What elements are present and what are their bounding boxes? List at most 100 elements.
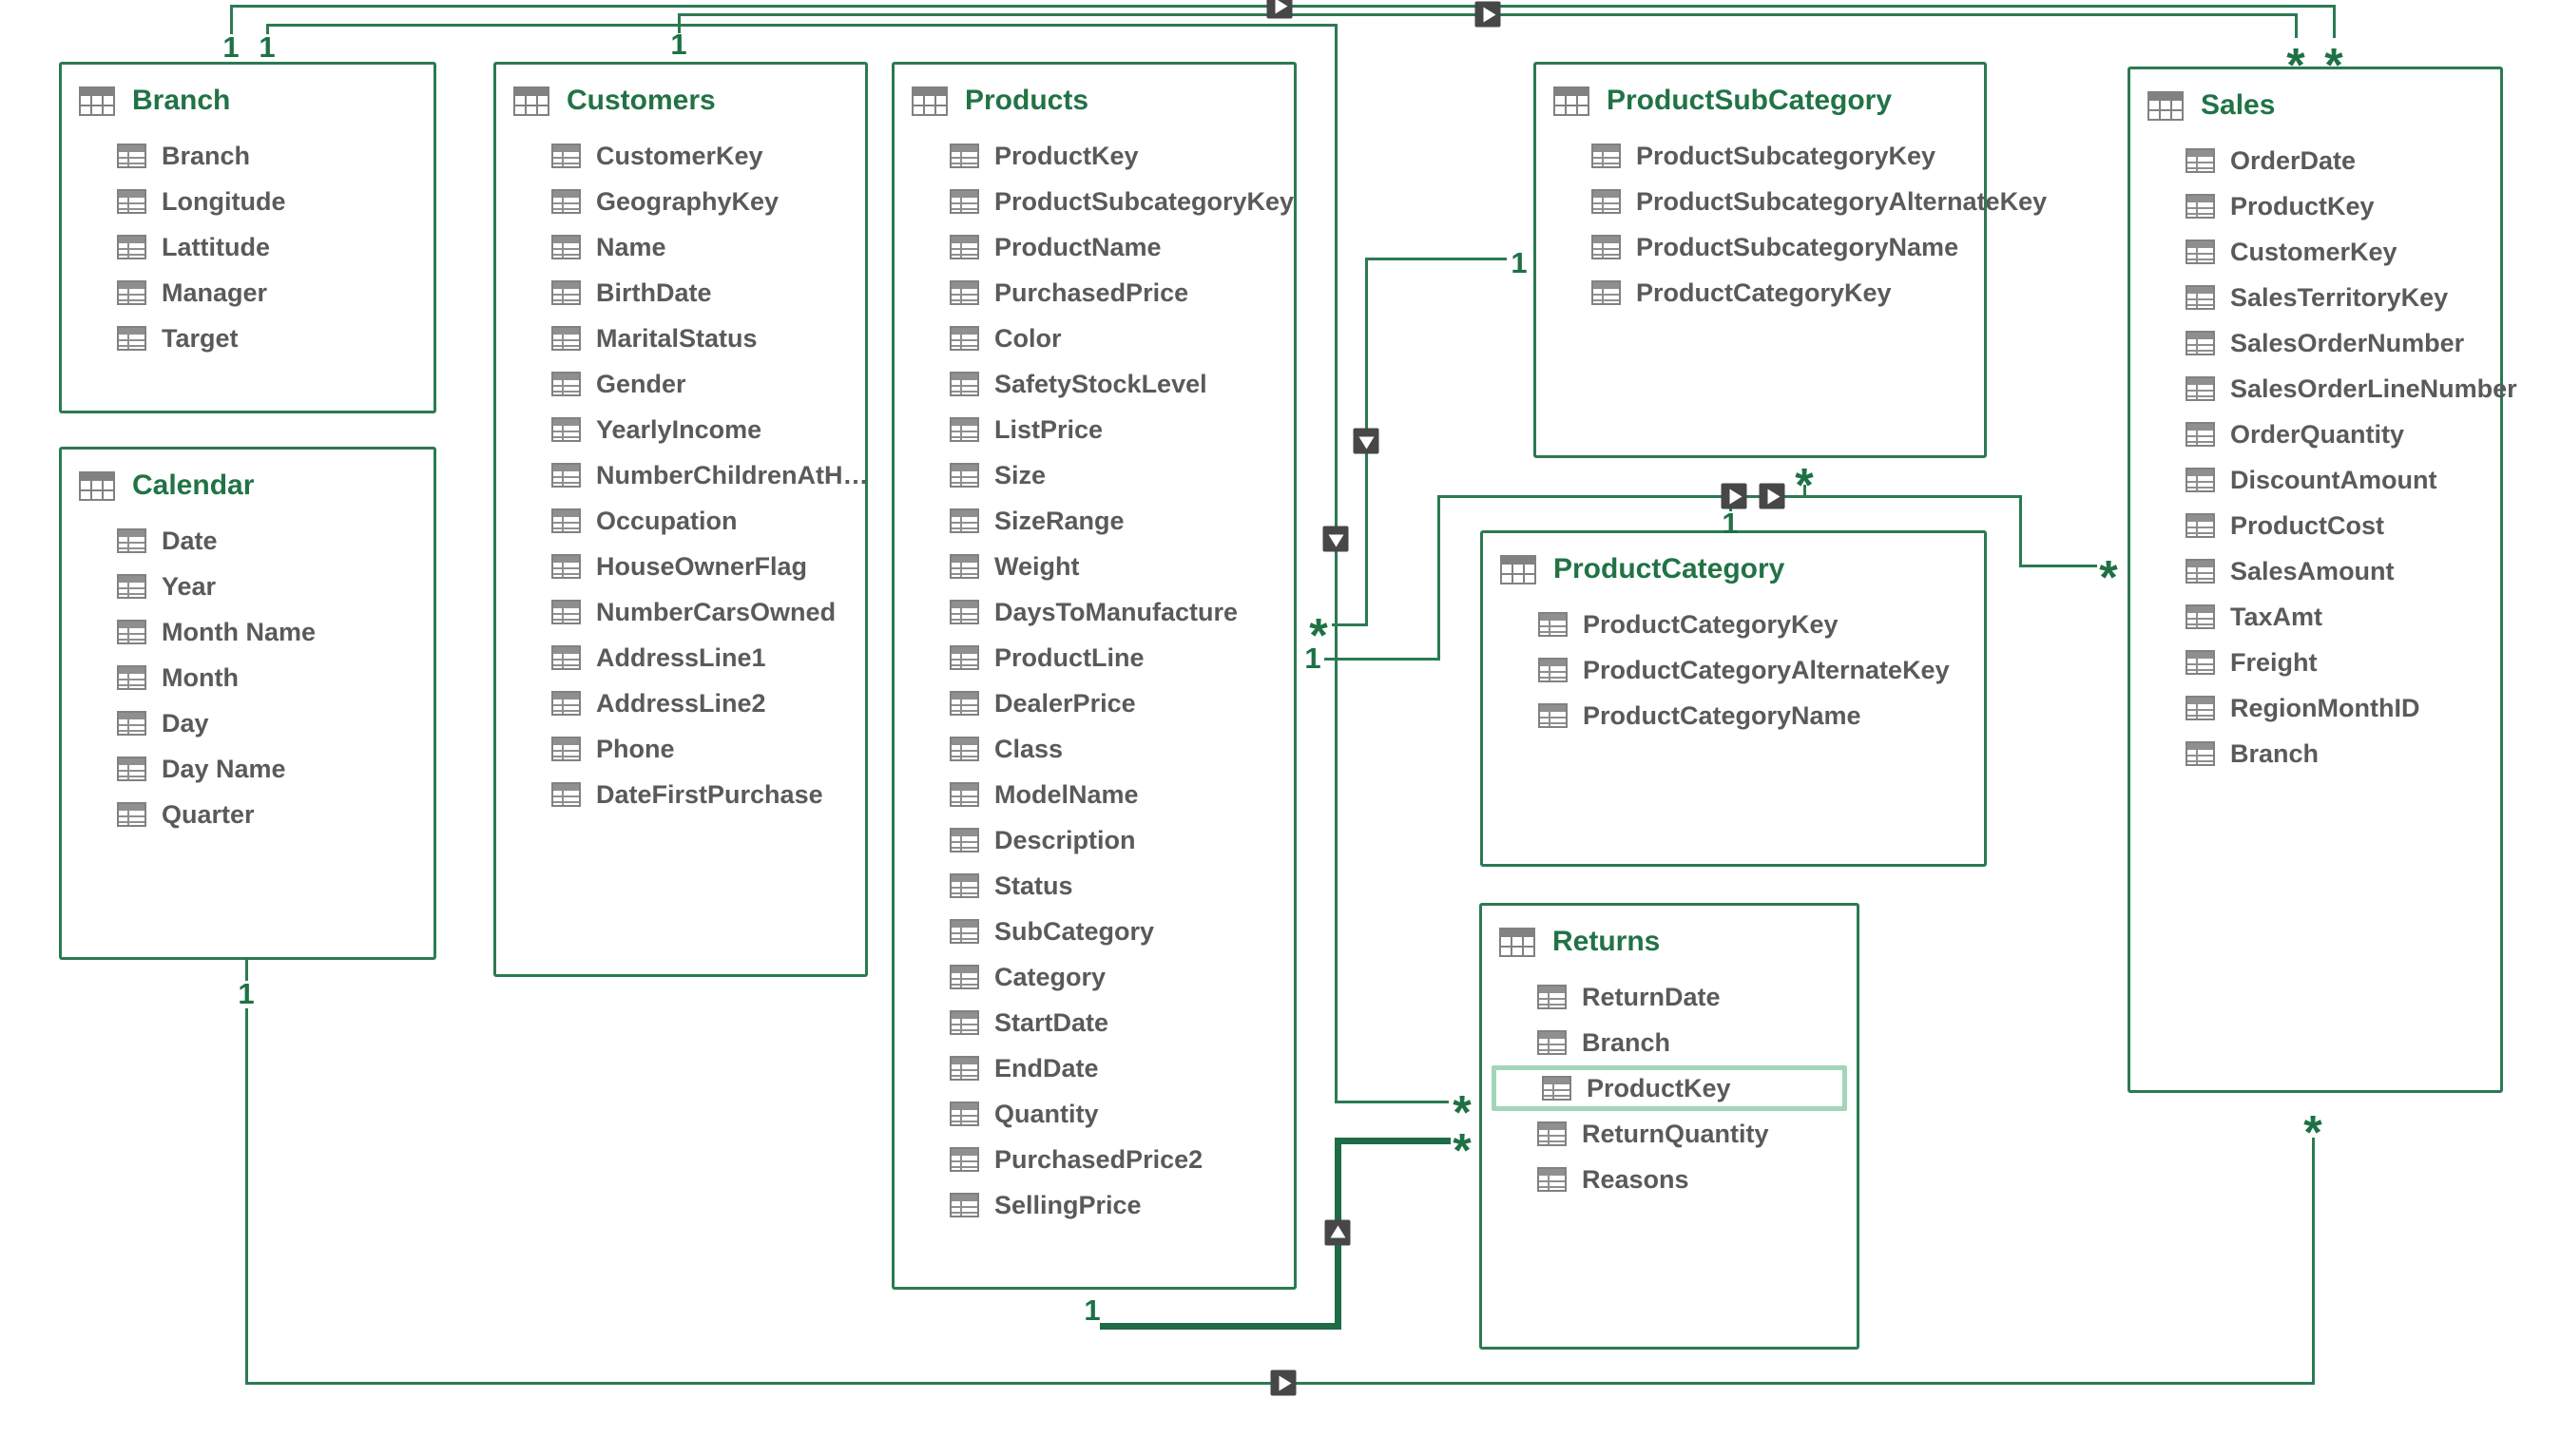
field-row[interactable]: DaysToManufacture bbox=[895, 589, 1294, 635]
field-row[interactable]: ReturnQuantity bbox=[1482, 1111, 1857, 1157]
field-row[interactable]: OrderQuantity bbox=[2130, 412, 2500, 457]
field-row[interactable]: Category bbox=[895, 954, 1294, 1000]
relationship-line[interactable] bbox=[1334, 1100, 1449, 1103]
field-row[interactable]: PurchasedPrice bbox=[895, 270, 1294, 316]
field-row[interactable]: StartDate bbox=[895, 1000, 1294, 1045]
field-row[interactable]: PurchasedPrice2 bbox=[895, 1137, 1294, 1182]
field-row[interactable]: Color bbox=[895, 316, 1294, 361]
relationship-arrow-icon[interactable] bbox=[1721, 483, 1747, 509]
relationship-line[interactable] bbox=[2294, 12, 2298, 38]
field-row[interactable]: Status bbox=[895, 863, 1294, 909]
relationship-arrow-icon[interactable] bbox=[1474, 1, 1501, 28]
field-row[interactable]: YearlyIncome bbox=[496, 407, 865, 452]
field-row[interactable]: ProductSubcategoryKey bbox=[1536, 133, 1984, 179]
field-row[interactable]: ProductCost bbox=[2130, 503, 2500, 548]
field-row[interactable]: Branch bbox=[2130, 731, 2500, 776]
field-row[interactable]: Month bbox=[62, 655, 433, 700]
field-row[interactable]: Quarter bbox=[62, 792, 433, 837]
field-row[interactable]: Size bbox=[895, 452, 1294, 498]
field-row[interactable]: NumberChildrenAtH… bbox=[496, 452, 869, 498]
relationship-line[interactable] bbox=[1334, 1137, 1451, 1144]
field-row[interactable]: CustomerKey bbox=[496, 133, 865, 179]
relationship-line[interactable] bbox=[265, 23, 1338, 27]
field-row[interactable]: Occupation bbox=[496, 498, 865, 544]
field-row[interactable]: RegionMonthID bbox=[2130, 685, 2500, 731]
field-row[interactable]: Target bbox=[62, 316, 433, 361]
field-row[interactable]: ProductSubcategoryKey bbox=[895, 179, 1294, 224]
field-row[interactable]: Branch bbox=[1482, 1020, 1857, 1065]
table-header[interactable]: Customers bbox=[513, 80, 865, 122]
field-row[interactable]: ProductLine bbox=[895, 635, 1294, 680]
field-row[interactable]: EndDate bbox=[895, 1045, 1294, 1091]
relationship-line[interactable] bbox=[2018, 564, 2097, 567]
field-row[interactable]: SafetyStockLevel bbox=[895, 361, 1294, 407]
field-row[interactable]: Freight bbox=[2130, 640, 2500, 685]
relationship-arrow-icon[interactable] bbox=[1266, 0, 1293, 19]
field-row[interactable]: ProductSubcategoryAlternateKey bbox=[1536, 179, 2047, 224]
relationship-arrow-icon[interactable] bbox=[1353, 428, 1379, 454]
field-row[interactable]: Branch bbox=[62, 133, 433, 179]
relationship-arrow-icon[interactable] bbox=[1324, 1219, 1351, 1246]
field-row[interactable]: AddressLine2 bbox=[496, 680, 865, 726]
field-row[interactable]: ProductCategoryName bbox=[1483, 693, 1984, 738]
field-row[interactable]: ReturnDate bbox=[1482, 974, 1857, 1020]
table-header[interactable]: Returns bbox=[1499, 921, 1857, 963]
relationship-line[interactable] bbox=[677, 12, 681, 33]
field-row[interactable]: ProductName bbox=[895, 224, 1294, 270]
field-row[interactable]: SalesOrderLineNumber bbox=[2130, 366, 2517, 412]
field-row[interactable]: Name bbox=[496, 224, 865, 270]
relationship-line[interactable] bbox=[1436, 494, 1440, 661]
field-row[interactable]: DealerPrice bbox=[895, 680, 1294, 726]
field-row[interactable]: Month Name bbox=[62, 609, 433, 655]
field-row[interactable]: AddressLine1 bbox=[496, 635, 865, 680]
relationship-line[interactable] bbox=[2332, 4, 2336, 38]
table-header[interactable]: Sales bbox=[2147, 85, 2500, 126]
field-row[interactable]: SubCategory bbox=[895, 909, 1294, 954]
field-row[interactable]: ListPrice bbox=[895, 407, 1294, 452]
table-header[interactable]: Products bbox=[912, 80, 1294, 122]
field-row[interactable]: GeographyKey bbox=[496, 179, 865, 224]
relationship-line[interactable] bbox=[1364, 257, 1507, 260]
field-row[interactable]: DateFirstPurchase bbox=[496, 772, 865, 817]
field-row[interactable]: ProductCategoryKey bbox=[1536, 270, 1984, 316]
relationship-line[interactable] bbox=[1334, 23, 1338, 1103]
field-row[interactable]: Year bbox=[62, 564, 433, 609]
relationship-line[interactable] bbox=[244, 958, 248, 981]
field-row[interactable]: CustomerKey bbox=[2130, 229, 2500, 275]
relationship-line[interactable] bbox=[1099, 1322, 1341, 1330]
field-row[interactable]: SalesAmount bbox=[2130, 548, 2500, 594]
field-row[interactable]: Day Name bbox=[62, 746, 433, 792]
field-row[interactable]: SalesOrderNumber bbox=[2130, 320, 2500, 366]
field-row[interactable]: SellingPrice bbox=[895, 1182, 1294, 1228]
field-row[interactable]: ProductKey bbox=[895, 133, 1294, 179]
field-row[interactable]: Quantity bbox=[895, 1091, 1294, 1137]
field-row-selected[interactable]: ProductKey bbox=[1492, 1065, 1847, 1111]
field-row[interactable]: OrderDate bbox=[2130, 138, 2500, 183]
field-row[interactable]: Manager bbox=[62, 270, 433, 316]
field-row[interactable]: ProductSubcategoryName bbox=[1536, 224, 1984, 270]
relationship-arrow-icon[interactable] bbox=[1322, 526, 1349, 552]
relationship-line[interactable] bbox=[265, 23, 269, 34]
field-row[interactable]: Reasons bbox=[1482, 1157, 1857, 1202]
table-header[interactable]: ProductCategory bbox=[1500, 548, 1984, 590]
relationship-line[interactable] bbox=[244, 1007, 248, 1385]
relationship-line[interactable] bbox=[2018, 494, 2022, 567]
field-row[interactable]: Lattitude bbox=[62, 224, 433, 270]
field-row[interactable]: HouseOwnerFlag bbox=[496, 544, 865, 589]
table-header[interactable]: ProductSubCategory bbox=[1553, 80, 1984, 122]
relationship-arrow-icon[interactable] bbox=[1270, 1370, 1297, 1396]
field-row[interactable]: TaxAmt bbox=[2130, 594, 2500, 640]
table-header[interactable]: Calendar bbox=[79, 465, 433, 507]
field-row[interactable]: SizeRange bbox=[895, 498, 1294, 544]
field-row[interactable]: ProductCategoryKey bbox=[1483, 602, 1984, 647]
field-row[interactable]: Description bbox=[895, 817, 1294, 863]
field-row[interactable]: Day bbox=[62, 700, 433, 746]
field-row[interactable]: Longitude bbox=[62, 179, 433, 224]
